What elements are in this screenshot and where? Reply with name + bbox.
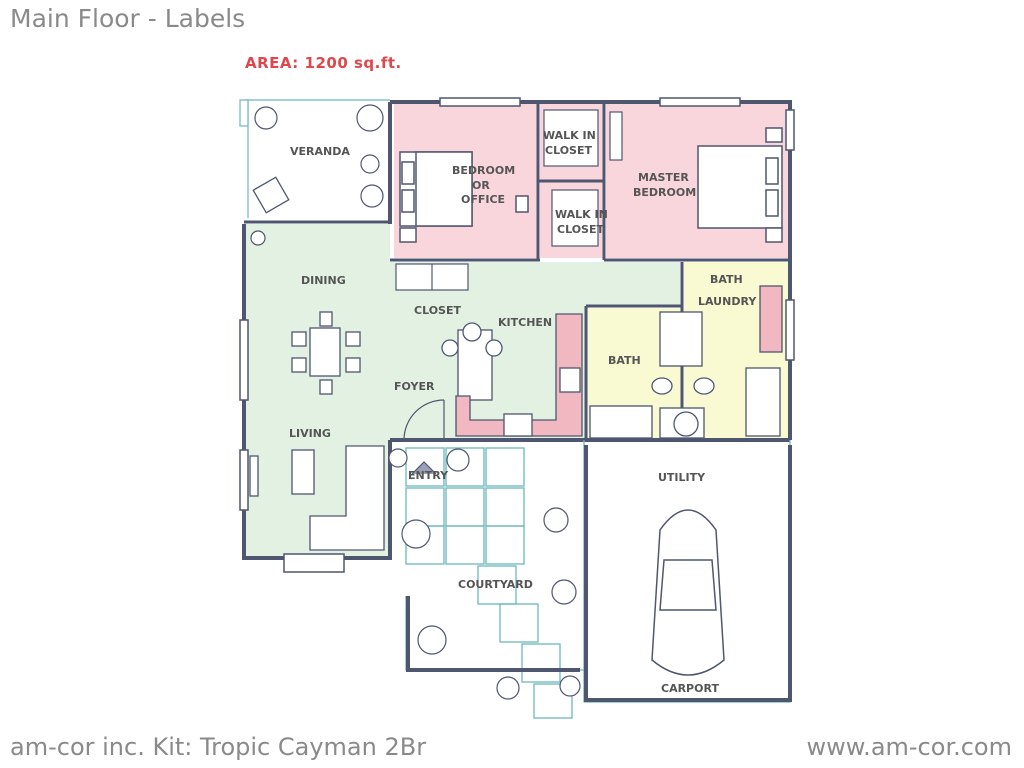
page-title: Main Floor - Labels: [10, 4, 246, 33]
label-walkin2-line1: WALK IN: [555, 208, 608, 221]
label-carport: CARPORT: [661, 682, 719, 695]
bath-fixtures: [589, 285, 783, 439]
label-master-line1: MASTER: [638, 171, 689, 184]
entry-door: [403, 399, 445, 475]
area-label: AREA: 1200 sq.ft.: [245, 54, 402, 72]
label-entry: ENTRY: [408, 469, 449, 482]
kitchen-fixtures: [441, 313, 583, 437]
label-courtyard: COURTYARD: [458, 578, 533, 591]
living-furniture: [249, 445, 385, 551]
label-veranda: VERANDA: [290, 145, 350, 158]
label-walkin2-line2: CLOSET: [557, 223, 604, 236]
windows: [239, 97, 795, 573]
label-bath-2: BATH: [710, 273, 743, 286]
label-kitchen: KITCHEN: [498, 316, 552, 329]
beds: [399, 127, 783, 243]
label-dining: DINING: [301, 274, 346, 287]
label-living: LIVING: [289, 427, 331, 440]
veranda-outline: [239, 99, 390, 218]
label-utility: UTILITY: [658, 471, 706, 484]
car-icon: [651, 509, 725, 676]
veranda-chair-icon: [252, 176, 290, 214]
label-bedroom-line1: BEDROOM: [452, 164, 515, 177]
footer-website: www.am-cor.com: [806, 733, 1013, 761]
closet-fixtures: [395, 109, 623, 291]
label-walkin1-line2: CLOSET: [545, 144, 592, 157]
label-master-line2: BEDROOM: [633, 186, 696, 199]
label-closet: CLOSET: [414, 304, 461, 317]
label-bath-1: BATH: [608, 354, 641, 367]
plant-icons: [250, 104, 581, 700]
label-walkin1-line1: WALK IN: [543, 129, 596, 142]
label-foyer: FOYER: [394, 380, 435, 393]
dining-table: [291, 311, 361, 395]
label-bedroom-line2: OR: [472, 179, 490, 192]
label-bedroom-line3: OFFICE: [461, 193, 505, 206]
garden-walls: [406, 445, 792, 702]
label-laundry: LAUNDRY: [698, 295, 757, 308]
footer-kit-name: am-cor inc. Kit: Tropic Cayman 2Br: [10, 733, 427, 761]
